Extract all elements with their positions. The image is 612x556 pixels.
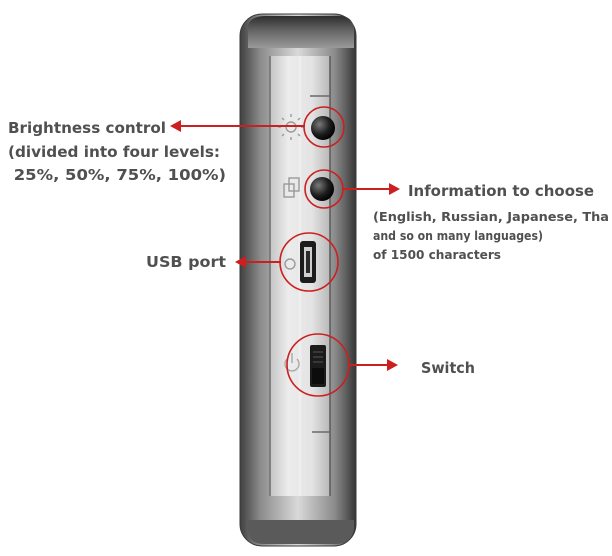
brightness-detail-1: (divided into four levels: [8, 143, 220, 161]
power-switch[interactable] [310, 345, 326, 387]
brightness-title: Brightness control [8, 119, 166, 137]
usb-port[interactable] [300, 241, 316, 283]
power-icon [284, 353, 300, 372]
information-detail-1: (English, Russian, Japanese, Tha [373, 209, 609, 224]
information-title: Information to choose [408, 182, 594, 200]
brightness-arrow [170, 120, 305, 132]
usb-arrow [235, 256, 281, 268]
usb-port-label: USB port [146, 253, 226, 271]
switch-arrow [349, 359, 398, 371]
information-detail-3: of 1500 characters [373, 247, 501, 262]
brightness-knob[interactable] [311, 116, 335, 140]
information-arrow [342, 183, 400, 195]
switch-label: Switch [421, 359, 475, 377]
information-knob[interactable] [310, 177, 334, 201]
callout-arrows [170, 120, 400, 371]
information-detail-2: and so on many languages) [373, 228, 543, 243]
usb-port-icon [284, 258, 296, 270]
device-body [239, 13, 357, 547]
info-icon [283, 177, 300, 198]
brightness-detail-2: 25%, 50%, 75%, 100%) [8, 166, 226, 184]
